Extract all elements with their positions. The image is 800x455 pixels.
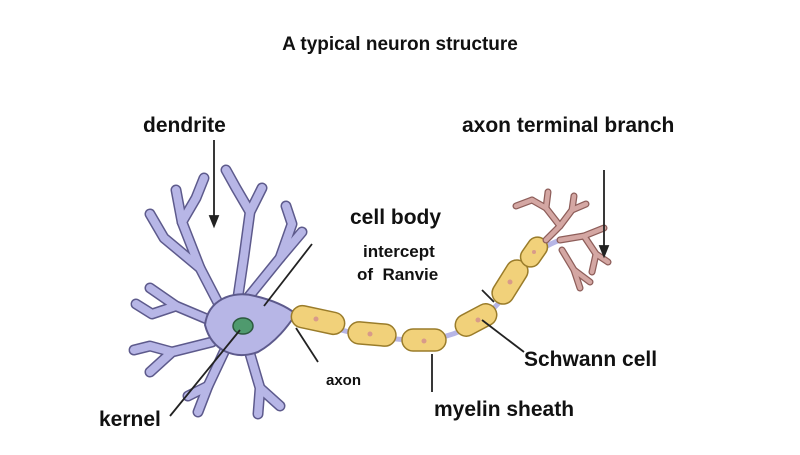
label-myelin-sheath: myelin sheath (434, 398, 575, 421)
cell-body-pointer (263, 243, 313, 307)
label-schwann-cell: Schwann cell (524, 348, 658, 371)
schwann-cell-pointer (481, 319, 525, 353)
label-intercept-line1: intercept (363, 242, 435, 261)
axon-pointer (295, 327, 319, 363)
label-cell-body: cell body (350, 206, 442, 229)
axon-terminal-branches (512, 188, 612, 292)
node-of-ranvier-pointer (481, 289, 495, 303)
page-title: A typical neuron structure (282, 34, 518, 55)
dendrites (128, 164, 308, 420)
label-axon-terminal-branch: axon terminal branch (462, 114, 675, 137)
label-axon: axon (326, 372, 362, 389)
label-dendrite: dendrite (143, 114, 226, 137)
dendrite-arrowhead (208, 215, 220, 229)
kernel-pointer (169, 329, 241, 417)
pointer-lines (169, 140, 610, 417)
axon-terminal-arrowhead (598, 245, 610, 259)
schwann-cell-nuclei (313, 250, 536, 344)
kernel-nucleus (232, 317, 254, 335)
label-kernel: kernel (99, 408, 161, 431)
label-intercept-line2: of Ranvie (357, 265, 439, 284)
